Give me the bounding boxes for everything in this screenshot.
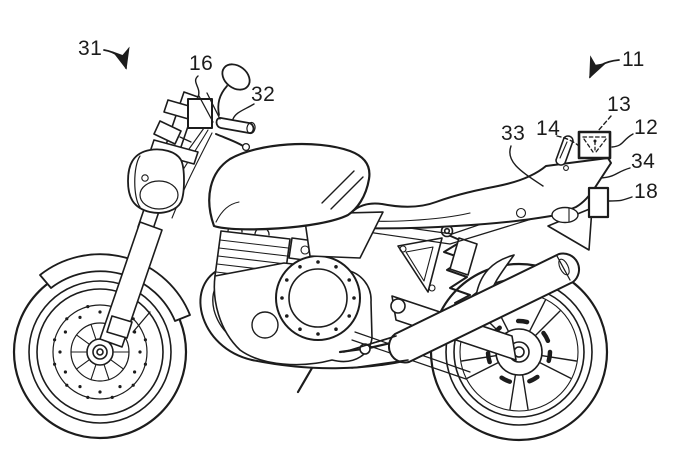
leader-33 xyxy=(509,145,544,187)
taillight xyxy=(551,206,579,224)
muffler xyxy=(343,252,580,369)
mirror-stalk xyxy=(217,85,228,116)
brake-caliper xyxy=(106,315,133,339)
leader-12 xyxy=(611,133,634,148)
turn-signal xyxy=(153,120,182,145)
seat xyxy=(347,157,612,230)
instrument-unit xyxy=(187,98,213,129)
arrow-11 xyxy=(589,55,620,79)
leader-16 xyxy=(194,75,200,98)
leader-32 xyxy=(232,103,255,120)
ref-label-16: 16 xyxy=(189,52,214,75)
front-fender xyxy=(39,253,191,322)
front-end xyxy=(39,63,256,348)
mirror xyxy=(221,63,251,91)
ref-label-33: 33 xyxy=(501,122,526,145)
shock-damper xyxy=(449,237,478,276)
ref-label-13: 13 xyxy=(607,93,632,116)
exhaust-header xyxy=(199,267,253,361)
leader-34 xyxy=(600,167,631,179)
ref-label-11: 11 xyxy=(622,48,645,71)
front-wheel xyxy=(12,264,188,440)
ref-label-14: 14 xyxy=(536,117,561,140)
ref-label-31: 31 xyxy=(78,37,103,60)
side-stand xyxy=(296,366,314,394)
ref-label-12: 12 xyxy=(634,116,659,139)
triple-clamp-lower xyxy=(149,139,199,165)
leader-13 xyxy=(597,115,612,132)
leader-18 xyxy=(608,196,633,202)
tank-accent-lines xyxy=(321,170,364,210)
fuel-tank xyxy=(208,142,371,231)
muffler-end-cap xyxy=(558,258,570,276)
leader-14 xyxy=(556,135,580,147)
fork-slider xyxy=(99,221,163,348)
ref-label-32: 32 xyxy=(251,83,276,106)
engine xyxy=(199,223,410,394)
component-box-18 xyxy=(587,186,610,219)
arrow-31 xyxy=(103,46,130,70)
sprocket-slots xyxy=(485,318,553,386)
cover-bolts xyxy=(280,260,356,336)
brake-disc xyxy=(52,304,148,400)
brake-lever xyxy=(215,133,244,147)
antenna-box xyxy=(577,130,612,160)
leader-lines xyxy=(103,46,634,202)
steering-head xyxy=(198,92,221,123)
ref-label-18: 18 xyxy=(634,180,659,203)
ref-label-34: 34 xyxy=(631,150,656,173)
cylinder-fins xyxy=(215,239,289,281)
